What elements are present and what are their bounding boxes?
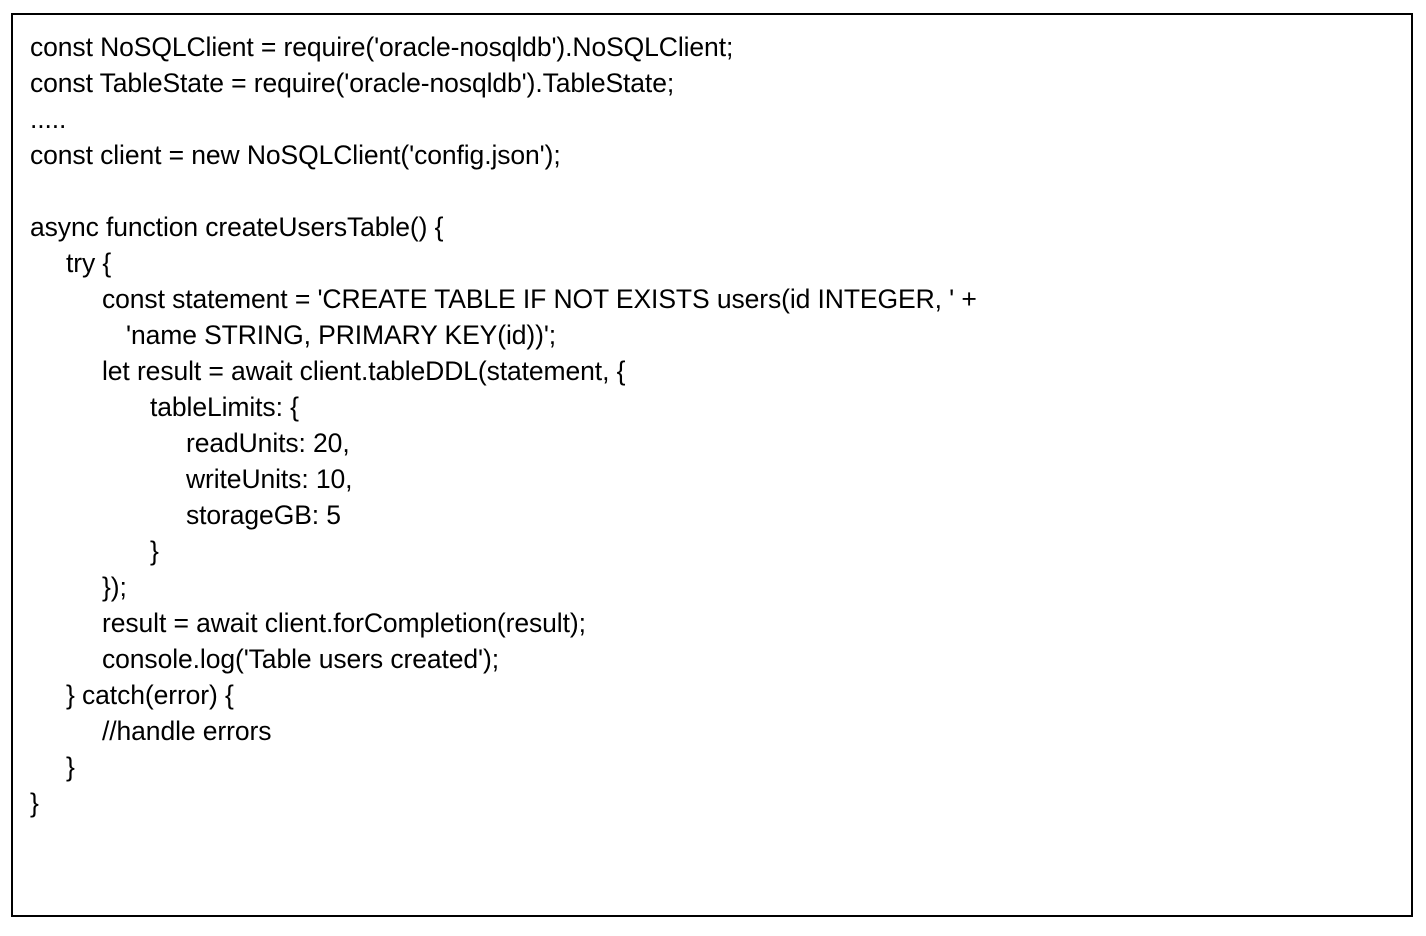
code-line: //handle errors	[102, 716, 272, 746]
code-line: async function createUsersTable() {	[30, 212, 444, 242]
code-line: readUnits: 20,	[186, 428, 350, 458]
code-line: console.log('Table users created');	[102, 644, 499, 674]
code-line: storageGB: 5	[186, 500, 341, 530]
code-line: }	[66, 752, 75, 782]
code-line: const NoSQLClient = require('oracle-nosq…	[30, 32, 734, 62]
code-line: }	[150, 536, 159, 566]
code-line: try {	[66, 248, 112, 278]
code-line: writeUnits: 10,	[186, 464, 353, 494]
code-line: });	[102, 572, 127, 602]
code-line: 'name STRING, PRIMARY KEY(id))';	[126, 320, 557, 350]
code-line: const statement = 'CREATE TABLE IF NOT E…	[102, 284, 977, 314]
code-line: } catch(error) {	[66, 680, 234, 710]
code-line: let result = await client.tableDDL(state…	[102, 356, 626, 386]
code-listing-frame: const NoSQLClient = require('oracle-nosq…	[11, 13, 1413, 917]
code-line: const TableState = require('oracle-nosql…	[30, 68, 675, 98]
code-listing-body: const NoSQLClient = require('oracle-nosq…	[30, 29, 1407, 913]
code-line: .....	[30, 104, 67, 134]
code-line: const client = new NoSQLClient('config.j…	[30, 140, 561, 170]
code-line: tableLimits: {	[150, 392, 299, 422]
code-line: result = await client.forCompletion(resu…	[102, 608, 586, 638]
code-line: }	[30, 788, 39, 818]
code-line-blank	[30, 173, 1407, 209]
